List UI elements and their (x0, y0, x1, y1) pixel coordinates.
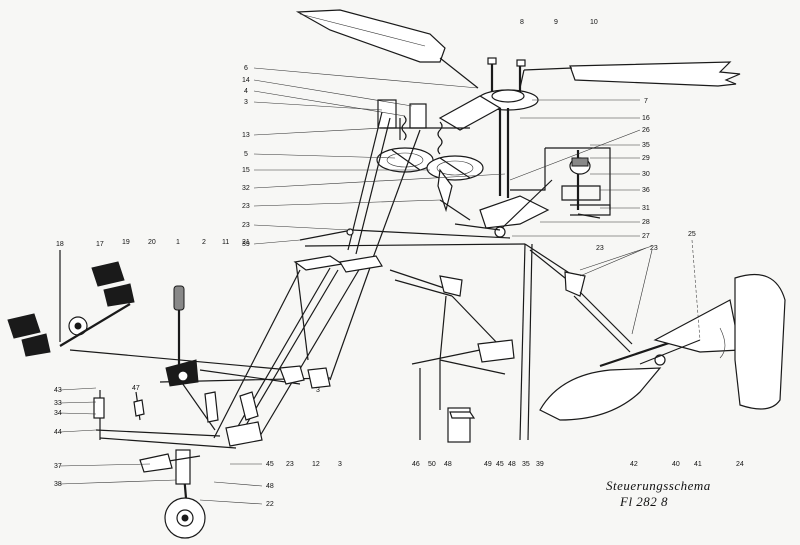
control-rods (213, 111, 526, 443)
label-23-d: 23 (286, 461, 294, 468)
label-23-e: 23 (596, 245, 604, 252)
label-39-a: 39 (242, 241, 250, 248)
label-16: 16 (642, 115, 650, 122)
diagram-title: Steuerungsschema (606, 478, 711, 493)
label-3-top: 3 (244, 99, 248, 106)
label-30: 30 (642, 171, 650, 178)
label-15: 15 (242, 167, 250, 174)
label-40: 40 (672, 461, 680, 468)
label-20: 20 (148, 239, 156, 246)
label-48-c: 48 (508, 461, 516, 468)
label-21: 21 (242, 239, 250, 246)
label-3-low: 3 (316, 387, 320, 394)
label-1: 1 (176, 239, 180, 246)
label-48-b: 48 (444, 461, 452, 468)
label-46: 46 (412, 461, 420, 468)
label-19: 19 (122, 239, 130, 246)
label-24: 24 (736, 461, 744, 468)
label-43: 43 (54, 387, 62, 394)
label-6: 6 (244, 65, 248, 72)
label-50: 50 (428, 461, 436, 468)
label-49: 49 (484, 461, 492, 468)
label-25: 25 (688, 231, 696, 238)
label-45-a: 45 (266, 461, 274, 468)
label-47: 47 (132, 385, 140, 392)
label-35-top: 35 (642, 142, 650, 149)
center-collective-linkage (389, 269, 515, 443)
rotor-blade-right (519, 61, 741, 89)
label-38: 38 (54, 481, 62, 488)
label-41: 41 (694, 461, 702, 468)
label-37: 37 (54, 463, 62, 470)
label-48-a: 48 (266, 483, 274, 490)
label-33: 33 (54, 400, 62, 407)
upper-right-linkage (439, 147, 611, 238)
label-17: 17 (96, 241, 104, 248)
label-31: 31 (642, 205, 650, 212)
label-4: 4 (244, 88, 248, 95)
label-5: 5 (244, 151, 248, 158)
label-27: 27 (642, 233, 650, 240)
rudder-pedal-assembly (7, 250, 291, 371)
label-10: 10 (590, 19, 598, 26)
label-26: 26 (642, 127, 650, 134)
label-23-c: 23 (650, 245, 658, 252)
label-11: 11 (222, 239, 229, 246)
label-22: 22 (266, 501, 274, 508)
label-28: 28 (642, 219, 650, 226)
label-42: 42 (630, 461, 638, 468)
label-18: 18 (56, 241, 64, 248)
label-3-mid: 3 (338, 461, 342, 468)
label-23-b: 23 (242, 222, 250, 229)
label-44: 44 (54, 429, 62, 436)
swashplate-assembly (376, 99, 484, 213)
label-12: 12 (312, 461, 320, 468)
label-13: 13 (242, 132, 250, 139)
label-14: 14 (242, 77, 250, 84)
lower-left-linkage (93, 390, 263, 449)
label-45-b: 45 (496, 461, 504, 468)
label-8: 8 (520, 19, 524, 26)
label-9: 9 (554, 19, 558, 26)
part-number-labels: 6 14 4 3 13 5 15 32 23 23 39 8 9 10 7 16… (54, 19, 744, 508)
label-34: 34 (54, 410, 62, 417)
label-35-bottom: 35 (522, 461, 530, 468)
label-23-a: 23 (242, 203, 250, 210)
label-39-b: 39 (536, 461, 544, 468)
label-7: 7 (644, 98, 648, 105)
label-29: 29 (642, 155, 650, 162)
rotor-hub (438, 57, 539, 198)
label-36: 36 (642, 187, 650, 194)
label-2: 2 (202, 239, 206, 246)
label-32: 32 (242, 185, 250, 192)
diagram-subtitle: Fl 282 8 (619, 494, 668, 509)
rotor-blade-left (295, 9, 479, 89)
tail-control-linkage (519, 243, 653, 441)
leader-lines (59, 67, 647, 505)
control-stick-assembly (159, 285, 331, 431)
tail-unit (539, 239, 786, 421)
landing-gear (139, 449, 206, 539)
